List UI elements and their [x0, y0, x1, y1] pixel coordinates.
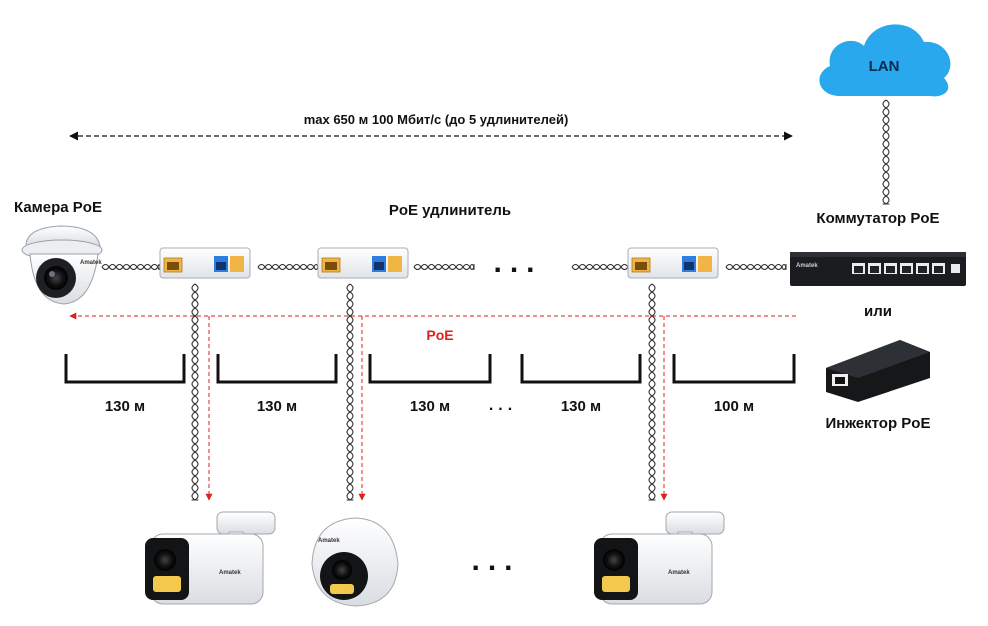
cloud-icon — [819, 24, 951, 97]
poe-extender — [317, 247, 409, 279]
poe-injector-icon — [826, 340, 930, 402]
dome-camera-left: Amatek — [21, 225, 103, 305]
bullet-camera-2: Amatek — [594, 511, 725, 605]
extenders — [159, 247, 719, 279]
twisted-pair-cable-icon — [882, 99, 890, 205]
twisted-pair-cable-icon — [101, 263, 161, 271]
segment-bracket — [216, 354, 338, 384]
brand-mark: Amatek — [318, 538, 340, 544]
bullet-camera-1: Amatek — [145, 511, 276, 605]
poe-extender-icon — [159, 247, 251, 279]
turret-camera: Amatek — [311, 517, 399, 607]
ellipsis-extenders: ... — [493, 246, 542, 279]
segment-bracket — [64, 354, 186, 384]
segment-3: 130 м — [368, 354, 492, 415]
bullet-camera-icon — [594, 511, 725, 605]
poe-extender — [627, 247, 719, 279]
segment-1: 130 м — [64, 354, 186, 415]
extender-label: PoE удлинитель — [389, 202, 511, 219]
distance-label: max 650 м 100 Мбит/с (до 5 удлинителей) — [304, 112, 569, 127]
twisted-pair-cable-icon — [413, 263, 475, 271]
segments: 130 м 130 м 130 м 130 м 100 м — [64, 354, 796, 415]
segment-label: 130 м — [257, 398, 297, 415]
cables — [101, 99, 890, 501]
bullet-camera-icon — [145, 511, 276, 605]
segment-bracket — [520, 354, 642, 384]
brand-mark: Amatek — [219, 570, 241, 576]
segment-label: 130 м — [561, 398, 601, 415]
ellipsis-cameras: ... — [471, 544, 520, 577]
poe-injector — [826, 340, 930, 402]
segment-label: 130 м — [105, 398, 145, 415]
lan-cloud: LAN — [819, 24, 951, 97]
switch-label: Коммутатор PoE — [816, 210, 939, 227]
segment-bracket — [368, 354, 492, 384]
twisted-pair-cable-icon — [257, 263, 319, 271]
twisted-pair-cable-icon — [571, 263, 629, 271]
poe-drop-lines — [205, 316, 668, 501]
segment-5: 100 м — [672, 354, 796, 415]
poe-switch-icon — [790, 252, 966, 286]
poe-extender — [159, 247, 251, 279]
brand-mark: Amatek — [796, 263, 818, 269]
turret-camera-icon — [311, 517, 399, 607]
dome-camera-icon — [21, 225, 103, 305]
twisted-pair-cable-icon — [725, 263, 787, 271]
segment-2: 130 м — [216, 354, 338, 415]
twisted-pair-cable-icon — [648, 283, 656, 501]
camera-left-label: Камера PoE — [14, 199, 102, 216]
segment-bracket — [672, 354, 796, 384]
brand-mark: Amatek — [668, 570, 690, 576]
poe-extender-icon — [317, 247, 409, 279]
brand-mark: Amatek — [80, 260, 102, 266]
segment-label: 130 м — [410, 398, 450, 415]
ellipsis-segments: ... — [489, 397, 517, 414]
or-label: или — [864, 303, 892, 320]
twisted-pair-cable-icon — [191, 283, 199, 501]
twisted-pair-cable-icon — [346, 283, 354, 501]
poe-extender-icon — [627, 247, 719, 279]
segment-label: 100 м — [714, 398, 754, 415]
poe-label: PoE — [426, 327, 453, 343]
poe-switch: Amatek — [790, 252, 966, 286]
segment-4: 130 м — [520, 354, 642, 415]
cloud-label: LAN — [869, 58, 900, 75]
injector-label: Инжектор PoE — [826, 415, 931, 432]
